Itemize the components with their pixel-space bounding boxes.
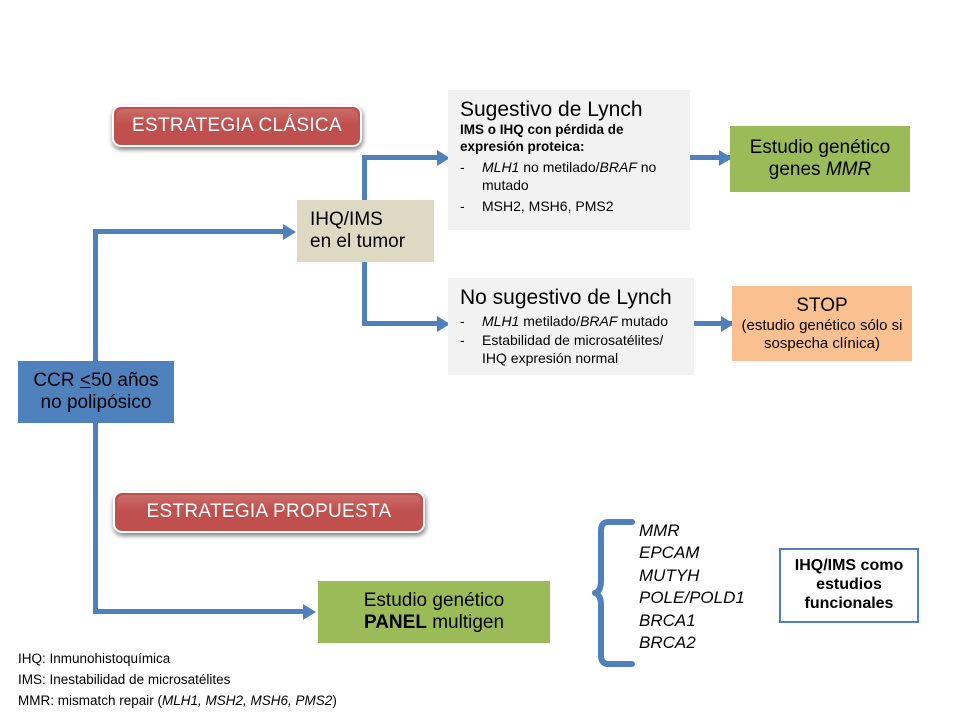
gene-item: MMR (639, 521, 680, 540)
legend-mmr-suffix: ) (332, 692, 337, 708)
panel-line-2: PANEL multigen (364, 612, 504, 634)
not-suggestive-text-b: mutado (617, 313, 668, 330)
gene-item: BRCA1 (639, 610, 696, 630)
mmr-line-1: Estudio genético (749, 136, 891, 158)
stop-line-3: sospecha clínica) (764, 334, 880, 352)
bullet-dash: - (460, 313, 465, 330)
gene-item: EPCAM (639, 543, 700, 563)
legend-line-ihq: IHQ: Inmunohistoquímica (18, 651, 171, 666)
gene-mmr: MMR (825, 159, 872, 180)
gene-item: MUTYH (639, 565, 700, 585)
functional-line-1: IHQ/IMS como (794, 557, 904, 575)
list-item-text: MLH1 no metilado/BRAF no mutado (482, 158, 680, 194)
not-suggestive-title: No sugestivo de Lynch (460, 286, 672, 309)
suggestive-text-b: no (636, 158, 657, 175)
arrowhead-ccr-to-ihq (283, 223, 296, 240)
legend-line-mmr: MMR: mismatch repair (MLH1, MSH2, MSH6, … (18, 691, 337, 712)
banner-estrategia-clasica[interactable]: ESTRATEGIA CLÁSICA (112, 105, 362, 147)
ccr-line-2: no polipósico (40, 392, 152, 413)
list-item: - MLH1 no metilado/BRAF no mutado (460, 158, 680, 194)
gene-braf: BRAF (580, 313, 618, 330)
not-suggestive-text-c: Estabilidad de microsatélites/ (482, 332, 664, 349)
arrowhead-ihq-to-suggestive (437, 149, 450, 166)
not-suggestive-text-a: metilado/ (519, 313, 581, 330)
banner-estrategia-propuesta[interactable]: ESTRATEGIA PROPUESTA (113, 491, 425, 533)
bullet-dash: - (460, 158, 465, 175)
legend-abbreviations: IHQ: Inmunohistoquímica IMS: Inestabilid… (18, 649, 337, 712)
connector-not-suggestive-to-stop (694, 321, 736, 326)
functional-line-3: funcionales (804, 594, 894, 612)
gene-item: POLE/POLD1 (639, 588, 745, 608)
connector-suggestive-to-mmr (688, 155, 734, 160)
mmr-text-genes: genes (768, 159, 826, 180)
panel-line-1: Estudio genético (363, 589, 505, 611)
suggestive-title: Sugestivo de Lynch (460, 98, 643, 121)
banner-proposed-label: ESTRATEGIA PROPUESTA (146, 501, 392, 522)
node-ccr-start[interactable]: CCR <50 años no polipósico (18, 361, 174, 423)
legend-mmr-genes: MLH1, MSH2, MSH6, PMS2 (162, 692, 333, 708)
list-item: - MSH2, MSH6, PMS2 (460, 197, 680, 215)
connector-ihq-to-not-suggestive (362, 321, 440, 326)
functional-line-2: estudios (816, 576, 882, 594)
ccr-text-c: 50 años (90, 369, 159, 391)
list-item-text: Estabilidad de microsatélites/IHQ expres… (482, 331, 684, 367)
suggestive-text-cont: mutado (482, 177, 529, 194)
gene-mlh1: MLH1 (482, 313, 520, 330)
suggestive-item-list: - MLH1 no metilado/BRAF no mutado - MSH2,… (460, 158, 680, 216)
ccr-less-than: < (79, 369, 91, 391)
list-item: - Estabilidad de microsatélites/IHQ expr… (460, 331, 684, 367)
ccr-text-a: CCR (33, 369, 80, 391)
bullet-dash: - (460, 332, 465, 349)
ihq-line-2: en el tumor (310, 231, 406, 252)
list-item-text: MSH2, MSH6, PMS2 (482, 198, 614, 215)
list-item: - MLH1 metilado/BRAF mutado (460, 312, 684, 330)
mmr-line-2: genes MMR (769, 159, 871, 181)
connector-ccr-to-panel (93, 609, 305, 614)
arrowhead-not-suggestive-to-stop (721, 315, 734, 332)
arrowhead-suggestive-to-mmr (719, 149, 732, 166)
arrowhead-ihq-to-not-suggestive (437, 315, 450, 332)
connector-ihq-to-suggestive (362, 155, 440, 160)
list-item-text: MLH1 metilado/BRAF mutado (482, 312, 684, 330)
gene-braf: BRAF (599, 158, 637, 175)
stop-line-2: (estudio genético sólo si (741, 317, 903, 335)
node-ihq-ims-tumor[interactable]: IHQ/IMS en el tumor (297, 200, 434, 262)
arrowhead-ccr-to-panel (303, 603, 316, 620)
bullet-dash: - (460, 198, 465, 215)
suggestive-text-a: no metilado/ (519, 158, 600, 175)
node-sugestivo-de-lynch[interactable]: Sugestivo de Lynch IMS o IHQ con pérdida… (448, 90, 690, 230)
gene-mlh1: MLH1 (482, 158, 520, 175)
stop-line-1: STOP (796, 294, 848, 316)
node-stop[interactable]: STOP (estudio genético sólo si sospecha … (732, 286, 912, 361)
node-estudio-genetico-mmr[interactable]: Estudio genético genes MMR (730, 126, 910, 192)
ihq-line-1: IHQ/IMS (310, 208, 383, 230)
suggestive-subtitle-1: IMS o IHQ con pérdida de (460, 122, 624, 138)
gene-item: BRCA2 (639, 633, 696, 653)
curly-brace-icon (592, 519, 635, 667)
legend-mmr-prefix: MMR: mismatch repair ( (18, 692, 163, 708)
banner-classic-label: ESTRATEGIA CLÁSICA (132, 115, 342, 136)
connector-ccr-to-ihq (93, 229, 285, 234)
legend-line-ims: IMS: Inestabilidad de microsatélites (18, 671, 231, 687)
node-panel-multigen[interactable]: Estudio genético PANEL multigen (318, 581, 550, 643)
node-no-sugestivo-de-lynch[interactable]: No sugestivo de Lynch - MLH1 metilado/BR… (448, 278, 694, 375)
panel-word-multigen: multigen (426, 612, 505, 633)
not-suggestive-text-cont: IHQ expresión normal (482, 350, 619, 367)
ccr-line-1: CCR <50 años (33, 370, 158, 392)
panel-word: PANEL (363, 612, 427, 633)
suggestive-subtitle-2: expresión proteica: (460, 138, 585, 154)
gene-panel-list: MMR EPCAM MUTYH POLE/POLD1 BRCA1 BRCA2 (639, 520, 745, 655)
node-estudios-funcionales[interactable]: IHQ/IMS como estudios funcionales (779, 548, 919, 623)
not-suggestive-item-list: - MLH1 metilado/BRAF mutado - Estabilida… (460, 312, 684, 368)
